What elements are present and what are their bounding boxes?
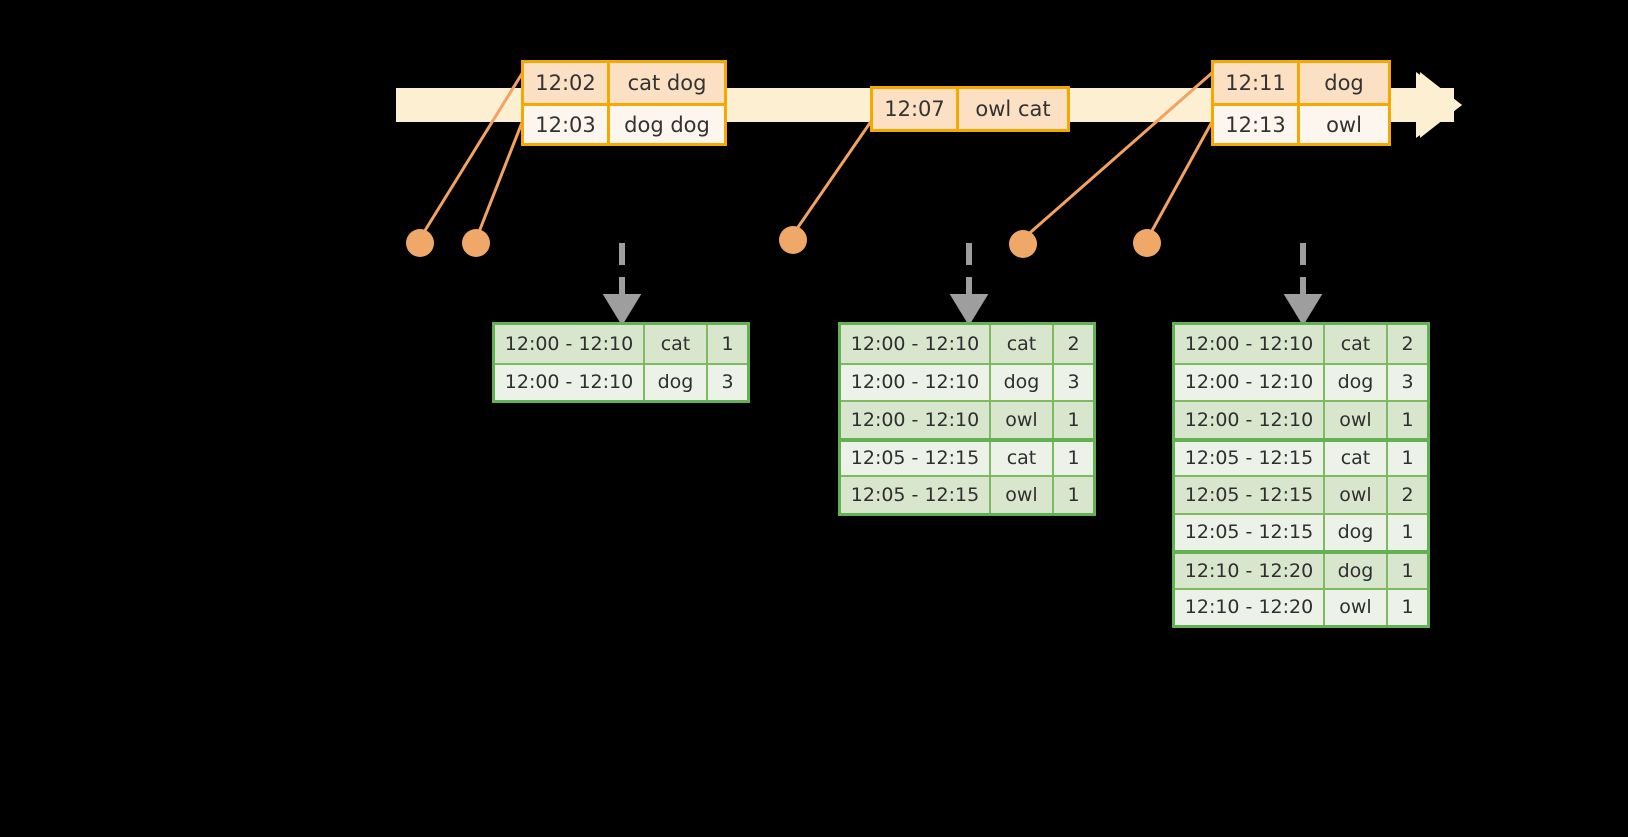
event-time: 12:07: [873, 89, 959, 129]
cell-window: 12:00 - 12:10: [1175, 325, 1325, 363]
cell-word: owl: [1325, 477, 1388, 513]
event-row[interactable]: 12:07 owl cat: [873, 89, 1067, 129]
event-time: 12:11: [1214, 63, 1300, 103]
cell-window: 12:05 - 12:15: [1175, 514, 1325, 550]
event-group-3[interactable]: 12:11 dog 12:13 owl: [1211, 60, 1391, 146]
cell-window: 12:00 - 12:10: [1175, 402, 1325, 438]
cell-window: 12:00 - 12:10: [495, 325, 645, 363]
event-words: owl cat: [975, 97, 1051, 121]
cell-window: 12:00 - 12:10: [495, 364, 645, 400]
event-group-2[interactable]: 12:07 owl cat: [870, 86, 1070, 132]
table-row[interactable]: 12:00 - 12:10 cat 2: [1175, 325, 1427, 363]
table-row[interactable]: 12:05 - 12:15 owl 1: [841, 475, 1093, 513]
cell-word: dog: [1325, 514, 1388, 550]
cell-count: 3: [1401, 371, 1414, 394]
cell-word: cat: [991, 441, 1054, 475]
event-row[interactable]: 12:11 dog: [1214, 63, 1388, 103]
event-words: dog: [1324, 71, 1364, 95]
result-table-3[interactable]: 12:00 - 12:10 cat 2 12:00 - 12:10 dog 3 …: [1172, 322, 1430, 628]
table-row[interactable]: 12:00 - 12:10 owl 1: [1175, 400, 1427, 438]
cell-word: owl: [1325, 589, 1388, 625]
cell-window: 12:00 - 12:10: [841, 364, 991, 400]
marker-dot-3: [779, 226, 807, 254]
table-row[interactable]: 12:05 - 12:15 cat 1: [841, 437, 1093, 475]
event-row[interactable]: 12:13 owl: [1214, 103, 1388, 143]
marker-dot-4: [1009, 230, 1037, 258]
event-time: 12:02: [524, 63, 610, 103]
cell-window: 12:10 - 12:20: [1175, 589, 1325, 625]
cell-count: 3: [1067, 371, 1080, 394]
cell-word: dog: [991, 364, 1054, 400]
cell-count: 1: [1401, 559, 1414, 582]
cell-count: 1: [1067, 483, 1080, 506]
cell-window: 12:00 - 12:10: [1175, 364, 1325, 400]
table-row[interactable]: 12:00 - 12:10 dog 3: [495, 362, 747, 400]
event-time: 12:03: [524, 106, 610, 143]
event-time: 12:13: [1214, 106, 1300, 143]
cell-window: 12:05 - 12:15: [1175, 477, 1325, 513]
table-row[interactable]: 12:00 - 12:10 owl 1: [841, 400, 1093, 438]
table-row[interactable]: 12:05 - 12:15 cat 1: [1175, 437, 1427, 475]
cell-window: 12:00 - 12:10: [841, 325, 991, 363]
cell-count: 1: [1401, 447, 1414, 470]
cell-word: cat: [1325, 441, 1388, 475]
table-row[interactable]: 12:05 - 12:15 dog 1: [1175, 512, 1427, 550]
event-row[interactable]: 12:02 cat dog: [524, 63, 724, 103]
cell-word: cat: [645, 325, 708, 363]
table-row[interactable]: 12:00 - 12:10 cat 1: [495, 325, 747, 363]
table-row[interactable]: 12:00 - 12:10 dog 3: [841, 362, 1093, 400]
event-row[interactable]: 12:03 dog dog: [524, 103, 724, 143]
event-words: owl: [1326, 112, 1362, 137]
cell-count: 1: [1067, 408, 1080, 431]
table-row[interactable]: 12:00 - 12:10 cat 2: [841, 325, 1093, 363]
cell-word: owl: [991, 402, 1054, 438]
cell-count: 1: [721, 332, 734, 355]
cell-word: dog: [1325, 364, 1388, 400]
cell-count: 2: [1067, 332, 1080, 355]
table-row[interactable]: 12:10 - 12:20 dog 1: [1175, 550, 1427, 588]
cell-window: 12:05 - 12:15: [841, 441, 991, 475]
cell-count: 3: [721, 371, 734, 394]
cell-window: 12:00 - 12:10: [841, 402, 991, 438]
cell-window: 12:05 - 12:15: [841, 477, 991, 513]
cell-window: 12:05 - 12:15: [1175, 441, 1325, 475]
table-row[interactable]: 12:00 - 12:10 dog 3: [1175, 362, 1427, 400]
cell-word: owl: [991, 477, 1054, 513]
emit-arrows: [602, 243, 1323, 326]
table-row[interactable]: 12:10 - 12:20 owl 1: [1175, 587, 1427, 625]
marker-dot-5: [1133, 229, 1161, 257]
event-group-1[interactable]: 12:02 cat dog 12:03 dog dog: [521, 60, 727, 146]
marker-dot-1: [406, 229, 434, 257]
cell-word: dog: [1325, 554, 1388, 588]
cell-count: 1: [1401, 408, 1414, 431]
event-words: cat dog: [627, 71, 707, 95]
result-table-1[interactable]: 12:00 - 12:10 cat 1 12:00 - 12:10 dog 3: [492, 322, 750, 403]
table-row[interactable]: 12:05 - 12:15 owl 2: [1175, 475, 1427, 513]
result-table-2[interactable]: 12:00 - 12:10 cat 2 12:00 - 12:10 dog 3 …: [838, 322, 1096, 516]
cell-word: owl: [1325, 402, 1388, 438]
event-words: dog dog: [624, 112, 710, 137]
cell-count: 1: [1401, 521, 1414, 544]
event-dots: [406, 226, 1161, 258]
cell-count: 1: [1401, 596, 1414, 619]
cell-count: 1: [1067, 447, 1080, 470]
cell-count: 2: [1401, 483, 1414, 506]
cell-word: cat: [1325, 325, 1388, 363]
cell-count: 2: [1401, 332, 1414, 355]
cell-word: dog: [645, 364, 708, 400]
cell-word: cat: [991, 325, 1054, 363]
marker-dot-2: [462, 229, 490, 257]
cell-window: 12:10 - 12:20: [1175, 554, 1325, 588]
